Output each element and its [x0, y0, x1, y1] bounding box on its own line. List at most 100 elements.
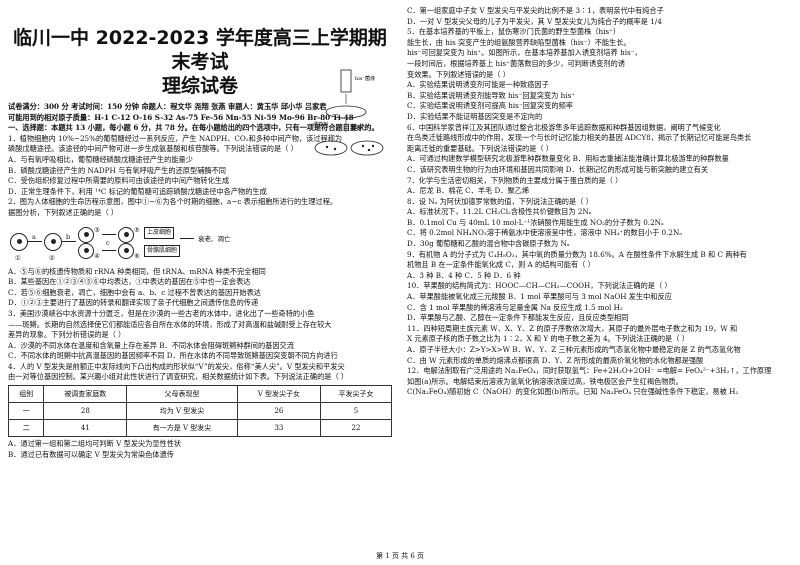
table-row: 二 41 有一方是 V 型发尖 33 22 — [7, 419, 392, 438]
question-line: B．磷酸戊糖途径产生的 NADPH 与有氧呼吸产生的还原型辅酶不同 — [8, 165, 226, 175]
question-line: C．由 W 元素形成的单质的熔沸点都很高 D．Y、Z 所形成的最高价氧化物的水化… — [407, 355, 704, 365]
table-header-cell: 父母表现型 — [126, 385, 238, 404]
question-line: C．第一组家庭中子女 V 型发尖与平发尖的比例不是 3∶1，表明亲代中有纯合子 — [407, 6, 664, 15]
petri-dish-2 — [314, 140, 348, 156]
question-line: 能生长，由 his 突变产生的组氨酸营养缺陷型菌株（his⁻）不能生长。 — [407, 37, 631, 47]
aging-label: 衰老、凋亡 — [198, 234, 231, 243]
question-line: D．正常生理条件下，利用 ¹⁴C 标记的葡萄糖可追踪磷酸戊糖途径中各产物的生成 — [8, 186, 267, 196]
question-line: A．通过第一组和第二组均可判断 V 型发尖为显性性状 — [8, 439, 182, 449]
table-header-cell: 组别 — [7, 385, 45, 404]
table-cell: 5 — [320, 402, 392, 421]
question-line: 6．中国科学家曾祥江及其团队通过整合北极游隼多年追踪数据和种群基因组数据，阐明了… — [407, 122, 721, 132]
question-line: C．受伤组织修复过程中所需要的原料可由该途径的中间产物转化生成 — [8, 176, 230, 186]
colony-dot — [333, 147, 337, 151]
colony-dot — [325, 145, 329, 149]
colony-dot — [361, 144, 365, 148]
label-c: c — [106, 238, 110, 247]
question-line: C．将 0.2mol NH₄NO₃溶于稀氨水中使溶液呈中性，溶液中 NH₄⁺的数… — [407, 228, 683, 238]
table-cell: 26 — [236, 402, 322, 421]
question-line: A．实验结果说明诱变剂可能是一种致癌因子 — [407, 80, 549, 90]
question-line: 距离迁徙的重要基础。下列说法错误的是（ ） — [407, 143, 554, 153]
question-line: C．含 1 mol 苹果酸的稀溶液与足量金属 Na 反应生成 1.5 mol H… — [407, 302, 623, 312]
table-row: 一 28 均为 V 型发尖 26 5 — [7, 402, 392, 421]
question-line: 如图(a)所示。电解结束后溶液为氢氧化钠溶液浓度过高，铁电极区会产生红褐色物质。 — [407, 376, 683, 386]
label-1: ① — [15, 253, 21, 262]
arrow-c-2 — [102, 249, 116, 251]
colony-dot — [367, 148, 371, 152]
question-line: C．该研究表明生物的行为由环境和基因共同影响 D．长期记忆的形成可能与新突触的建… — [407, 164, 709, 174]
table-cell: 22 — [320, 419, 392, 438]
arrow-aging — [180, 237, 194, 239]
question-line: 9．有机物 A 的分子式为 C₄H₈O₃，其中氧的质量分数为 18.6%。A 在… — [407, 249, 747, 259]
question-block-4: C．第一组家庭中子女 V 型发尖与平发尖的比例不是 3∶1，表明亲代中有纯合子 D… — [407, 6, 795, 398]
question-line: 在鸟类迁徙路线形成中的作用，发现一个与长时记忆能力相关的基因 ADCY8，揭示了… — [407, 133, 752, 143]
question-line: B．实验结果说明诱变剂能导致 his⁻回复突变为 his⁺ — [407, 90, 576, 100]
table-header-cell: 平发尖子女 — [320, 385, 392, 404]
table-cell: 均为 V 型发尖 — [126, 402, 238, 421]
question-line: ——斑鳉。长期的自然选择使它们都能适应各自所在水体的环境，形成了对高温和盐碱耐受… — [8, 319, 332, 329]
question-line: 由一对等位基因控制。某兴趣小组对此性状进行了调查研究，相关数据统计如下表。下列说… — [8, 372, 349, 382]
label-b: b — [66, 232, 71, 241]
question-line: D．①②③主要进行了基因的转录和翻译实现了亲子代细胞之间遗传信息的传递 — [8, 298, 259, 308]
question-line: X 元素原子核的质子数之比为 1∶2，X 和 Y 的电子数之差为 4。下列说法正… — [407, 334, 689, 344]
question-line: 5．在基本培养基的平板上，鼠伤寒沙门氏菌的野生型菌株（his⁺） — [407, 27, 621, 37]
question-line: 11．四种短周期主族元素 W、X、Y、Z 的原子序数依次增大，其原子的最外层电子… — [407, 323, 738, 333]
tube-icon — [340, 69, 352, 93]
table-header-cell: 被调查家庭数 — [43, 385, 128, 404]
table-cell: 一 — [7, 402, 45, 421]
question-line: 12．电解法制取有广泛用途的 Na₂FeO₄，同时获取氢气：Fe+2H₂O+2O… — [407, 366, 772, 376]
question-line: D．苹果酸与乙酸、乙醇在一定条件下都能发生反应，且反应类型相同 — [407, 313, 629, 323]
question-block-1: 1．植物细胞内 10%~25%的葡萄糖经过一系列反应，产生 NADPH、CO₂和… — [8, 134, 392, 219]
question-line: 3．美国沙漠峡谷中水资源十分匮乏，但是在沙漠的一些古老的水体中，进化出了一些奇特… — [8, 308, 315, 318]
cell-1-icon — [10, 232, 28, 251]
right-column: C．第一组家庭中子女 V 型发尖与平发尖的比例不是 3∶1，表明亲代中有纯合子 D… — [407, 6, 795, 398]
table-header-cell: V 型发尖子女 — [236, 385, 322, 404]
question-line: 7．化学与生活密切相关，下列物质的主要成分属于蛋白质的是（ ） — [407, 175, 623, 185]
figure-caption-2: 诱变剂 — [313, 121, 328, 128]
question-line: A．可通过构建数学模型研究北极游隼种群数量变化 B．用标志重捕法能准确计算北极游… — [407, 154, 729, 164]
epithelial-cell-box: 上皮细胞 — [144, 226, 175, 240]
survey-table: 组别 被调查家庭数 父母表现型 V 型发尖子女 平发尖子女 一 28 均为 V … — [7, 385, 392, 438]
table-cell: 33 — [236, 419, 322, 438]
question-line: B．通过已有数据可以确定 V 型发尖为常染色体遗传 — [8, 449, 174, 459]
question-line: 8．设 Nₐ 为阿伏加德罗常数的值，下列说法正确的是（ ） — [407, 196, 593, 206]
question-line: C．实验结果说明诱变剂可提高 his⁻回复突变的频率 — [407, 101, 573, 111]
exam-info: 试卷满分：300 分 考试时间：150 分钟 命题人：程文华 尧翔 张燕 审题人… — [8, 102, 327, 111]
question-line: A．原子半径大小：Z>Y>X>W B．W、Y、Z 三种元素形成的气态氢化物中最稳… — [407, 345, 741, 354]
question-line: 一段时间后，根据培养基上 his⁺菌落数目的多少，可判断诱变剂的诱 — [407, 58, 625, 68]
question-line: D．实验结果不能证明基因突变是不定向的 — [407, 111, 543, 121]
cell-lifecycle-diagram: ① a ② b ③ ④ c ⑤ ⑥ 上皮细胞 骨骼肌细胞 衰老、凋亡 — [8, 221, 392, 265]
cell-6-icon — [118, 242, 134, 259]
page-footer: 第 1 页 共 6 页 — [375, 552, 425, 560]
question-line: A．3 种 B．4 种 C．5 种 D．6 种 — [407, 270, 521, 280]
mutagen-experiment-figure: his⁻菌液 诱变剂 培养 — [313, 69, 384, 156]
question-line: A．尼龙 B．棉花 C．羊毛 D．聚乙烯 — [407, 186, 530, 196]
label-4: ④ — [94, 251, 100, 260]
question-line: 1．植物细胞内 10%~25%的葡萄糖经过一系列反应，产生 NADPH、CO₂和… — [8, 133, 343, 143]
table-header-row: 组别 被调查家庭数 父母表现型 V 型发尖子女 平发尖子女 — [7, 385, 392, 404]
label-6: ⑥ — [134, 251, 140, 260]
question-line: 4．人的 V 型发失是前额正中发际线向下凸出构成的形状似“V”的发尖，俗称“美人… — [8, 361, 345, 371]
exam-subtitle: 理综试卷 — [161, 75, 238, 97]
question-line: A．⑤与⑥的核遗传物质和 rRNA 种类相同，但 tRNA、mRNA 种类不完全… — [8, 266, 266, 276]
table-cell: 有一方是 V 型发尖 — [126, 419, 238, 438]
question-line: B．0.1mol Cu 与 40mL 10 mol·L⁻¹浓硝酸作用能生成 NO… — [407, 217, 664, 227]
cell-3-icon — [78, 226, 94, 243]
label-3: ③ — [94, 225, 100, 234]
table-cell: 41 — [43, 419, 128, 438]
question-block-2: A．⑤与⑥的核遗传物质和 rRNA 种类相同，但 tRNA、mRNA 种类不完全… — [8, 267, 392, 384]
question-line: A．沙漠的不同水体在温度和含氧量上存在差异 B．不同水体会阻碍斑鳉种群间的基因交… — [8, 340, 294, 350]
colony-dot — [371, 144, 375, 148]
question-line: 差异的现象。下列分析错误的是（ ） — [8, 330, 126, 340]
figure-caption-3: 培养 — [351, 125, 361, 132]
section-heading: 一、选择题：本题共 13 小题，每小题 6 分，共 78 分。在每小题给出的四个… — [8, 123, 379, 133]
question-line: C．若⑤⑥细胞衰老，凋亡，细胞中会有 a、b、c 过程不曾表达的基因开始表达 — [8, 287, 261, 297]
cell-5-icon — [118, 226, 134, 243]
arrow-c-1 — [102, 233, 116, 235]
petri-dish-1 — [325, 105, 367, 119]
cell-4-icon — [78, 242, 94, 259]
label-5: ⑤ — [134, 225, 140, 234]
label-a: a — [32, 232, 36, 241]
question-line: 磷酸戊糖途径。该途径的中间产物可进一步生成氨基酸和核苷酸等。下列说法错误的是（ … — [8, 144, 298, 154]
